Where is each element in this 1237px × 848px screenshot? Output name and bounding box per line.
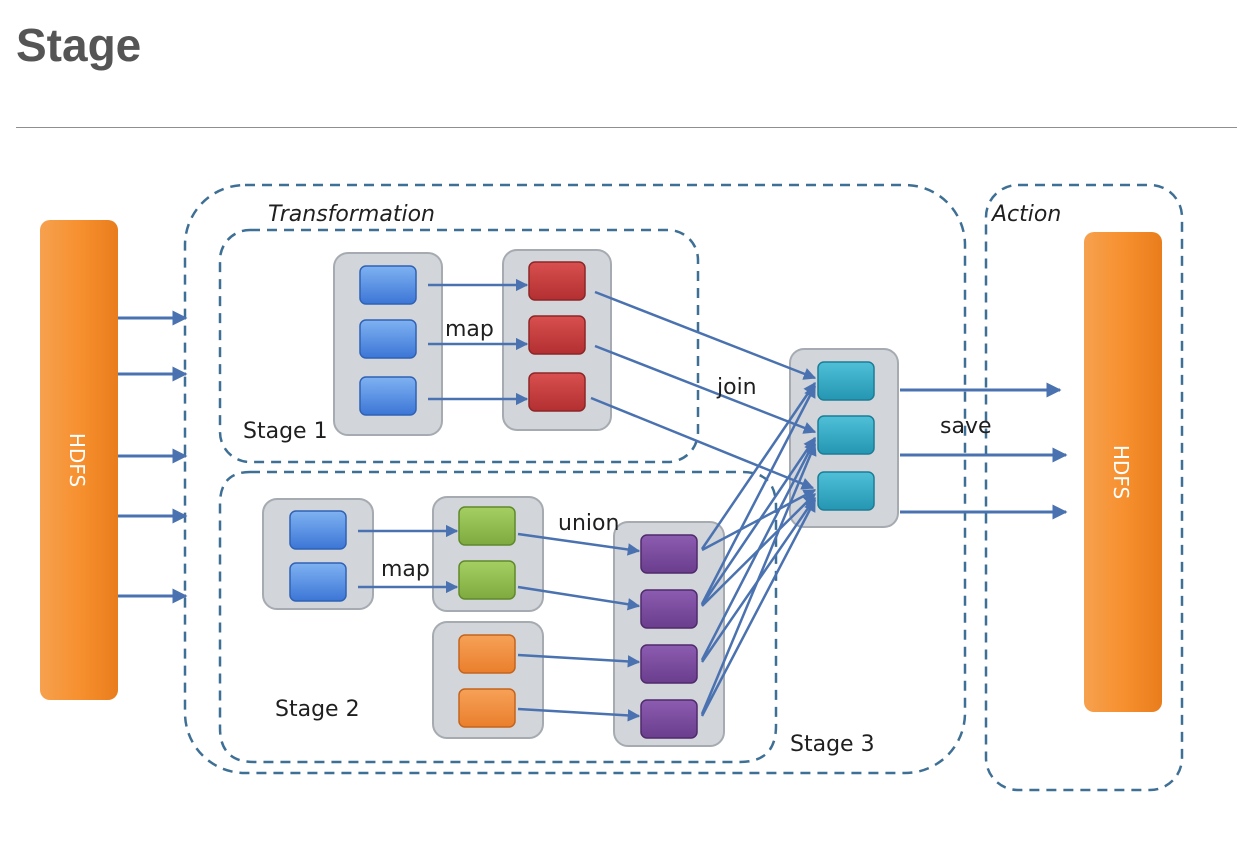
- partition: [359, 265, 417, 305]
- map-label-stage1: map: [445, 317, 494, 342]
- partition: [289, 510, 347, 550]
- stage1-label: Stage 1: [243, 419, 328, 444]
- save-arrows: [900, 382, 1068, 520]
- partition: [359, 319, 417, 359]
- partition: [640, 699, 698, 739]
- union-label: union: [558, 511, 619, 536]
- title-divider: [16, 127, 1237, 128]
- action-group: [984, 183, 1184, 792]
- transformation-label: Transformation: [268, 202, 435, 227]
- stage2-label: Stage 2: [275, 697, 360, 722]
- partition: [458, 634, 516, 674]
- stage1-group: [218, 228, 700, 464]
- partition: [640, 589, 698, 629]
- partition: [528, 315, 586, 355]
- hdfs-source-label: HDFS: [65, 433, 89, 487]
- join-label: join: [716, 375, 757, 400]
- dependency-arrows: [358, 278, 817, 722]
- partition: [458, 560, 516, 600]
- green-partitions: [458, 506, 516, 600]
- partition: [817, 415, 875, 455]
- stage3-label: Stage 3: [790, 732, 875, 757]
- partition: [289, 562, 347, 602]
- blue-partitions: [289, 265, 417, 602]
- input-arrows: [118, 310, 188, 604]
- purple-partitions: [640, 534, 698, 739]
- hdfs-sink-label: HDFS: [1109, 445, 1133, 499]
- partition: [458, 688, 516, 728]
- page-title: Stage: [16, 19, 142, 71]
- partition: [640, 644, 698, 684]
- partition: [640, 534, 698, 574]
- map-label-stage2: map: [381, 557, 430, 582]
- partition: [817, 361, 875, 401]
- partition: [458, 506, 516, 546]
- hdfs-source-bar: [40, 220, 118, 700]
- partition: [359, 376, 417, 416]
- rdd-union: [613, 521, 725, 747]
- save-label: save: [940, 414, 992, 439]
- partition: [528, 372, 586, 412]
- transformation-group: [183, 183, 967, 775]
- orange-partitions: [458, 634, 516, 728]
- action-label: Action: [990, 202, 1061, 227]
- partition: [817, 471, 875, 511]
- red-partitions: [528, 261, 586, 412]
- stage2-group: [218, 470, 778, 764]
- partition: [528, 261, 586, 301]
- teal-partitions: [817, 361, 875, 511]
- hdfs-sink-bar: [1084, 232, 1162, 712]
